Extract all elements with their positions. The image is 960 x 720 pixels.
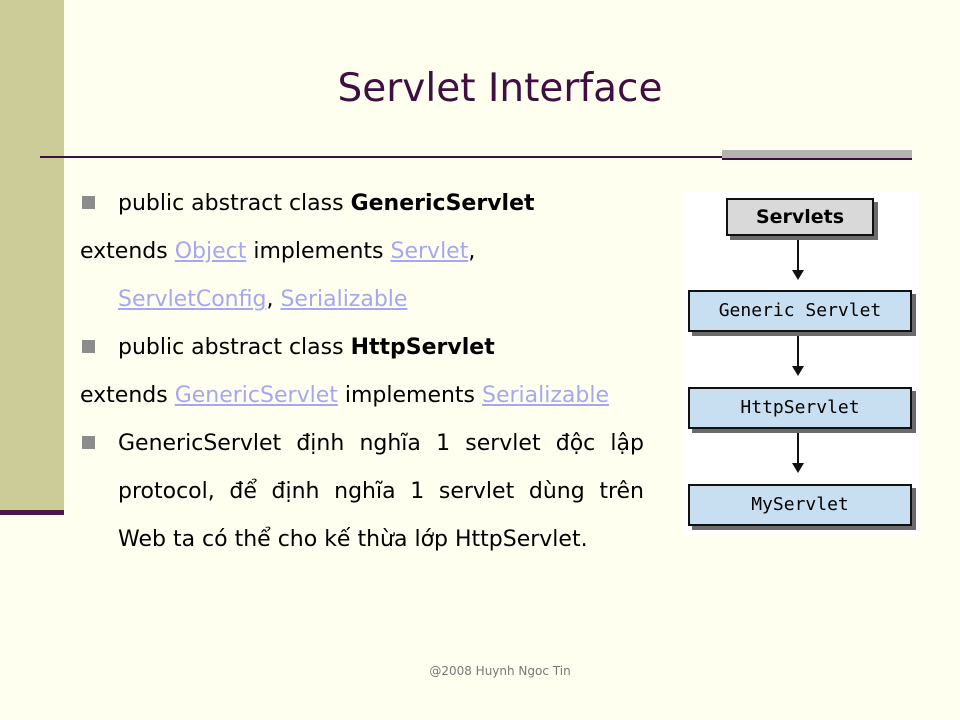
left-decor-bar xyxy=(0,0,64,512)
arrow-down-icon xyxy=(792,270,804,280)
slide-content: public abstract class GenericServlet ext… xyxy=(80,180,644,564)
slide-footer: @2008 Huynh Ngoc Tin xyxy=(429,664,571,678)
node-generic-servlet: Generic Servlet xyxy=(688,290,912,332)
left-decor-accent xyxy=(0,510,64,515)
link-object[interactable]: Object xyxy=(174,239,247,264)
bullet-1-line-2: extends Object implements Servlet, xyxy=(80,228,644,276)
title-rule xyxy=(40,156,726,158)
arrow-line xyxy=(797,336,799,368)
bullet-1-class: GenericServlet xyxy=(350,191,535,216)
slide-title: Servlet Interface xyxy=(337,66,663,111)
link-genericservlet[interactable]: GenericServlet xyxy=(174,383,338,408)
bullet-square-icon xyxy=(82,436,95,449)
bullet-1-line-3: ServletConfig, Serializable xyxy=(80,276,644,324)
node-servlets: Servlets xyxy=(726,198,874,236)
bullet-1-line-1: public abstract class GenericServlet xyxy=(80,180,644,228)
arrow-down-icon xyxy=(792,463,804,473)
bullet-1-prefix: public abstract class xyxy=(118,191,351,216)
bullet-2-class: HttpServlet xyxy=(350,335,495,360)
implements-text: implements xyxy=(337,383,482,408)
bullet-2-line-2: extends GenericServlet implements Serial… xyxy=(80,372,644,420)
bullet-3-text-1: GenericServlet định nghĩa 1 servlet độc … xyxy=(118,431,644,456)
extends-text: extends xyxy=(80,383,175,408)
bullet-square-icon xyxy=(82,340,95,353)
link-servletconfig[interactable]: ServletConfig xyxy=(118,287,267,312)
arrow-down-icon xyxy=(792,366,804,376)
extends-text: extends xyxy=(80,239,175,264)
link-serializable[interactable]: Serializable xyxy=(280,287,408,312)
servlet-hierarchy-diagram: Servlets Generic Servlet HttpServlet MyS… xyxy=(684,192,919,536)
bullet-3-text-2: protocol, để định nghĩa 1 servlet dùng t… xyxy=(118,479,644,504)
comma-text: , xyxy=(266,287,281,312)
title-rule-accent xyxy=(722,150,912,159)
implements-text: implements xyxy=(246,239,391,264)
comma-text: , xyxy=(468,239,476,264)
node-myservlet: MyServlet xyxy=(688,484,912,526)
bullet-2-prefix: public abstract class xyxy=(118,335,351,360)
link-serializable-2[interactable]: Serializable xyxy=(482,383,610,408)
arrow-line xyxy=(797,240,799,272)
bullet-3-line-2: protocol, để định nghĩa 1 servlet dùng t… xyxy=(80,468,644,516)
bullet-3-text-3: Web ta có thể cho kế thừa lớp HttpServle… xyxy=(118,527,588,552)
bullet-3-line-1: GenericServlet định nghĩa 1 servlet độc … xyxy=(80,420,644,468)
bullet-3-line-3: Web ta có thể cho kế thừa lớp HttpServle… xyxy=(80,516,644,564)
link-servlet[interactable]: Servlet xyxy=(390,239,469,264)
title-rule-right xyxy=(722,158,912,160)
bullet-2-line-1: public abstract class HttpServlet xyxy=(80,324,644,372)
arrow-line xyxy=(797,433,799,465)
bullet-square-icon xyxy=(82,196,95,209)
node-httpservlet: HttpServlet xyxy=(688,387,912,429)
